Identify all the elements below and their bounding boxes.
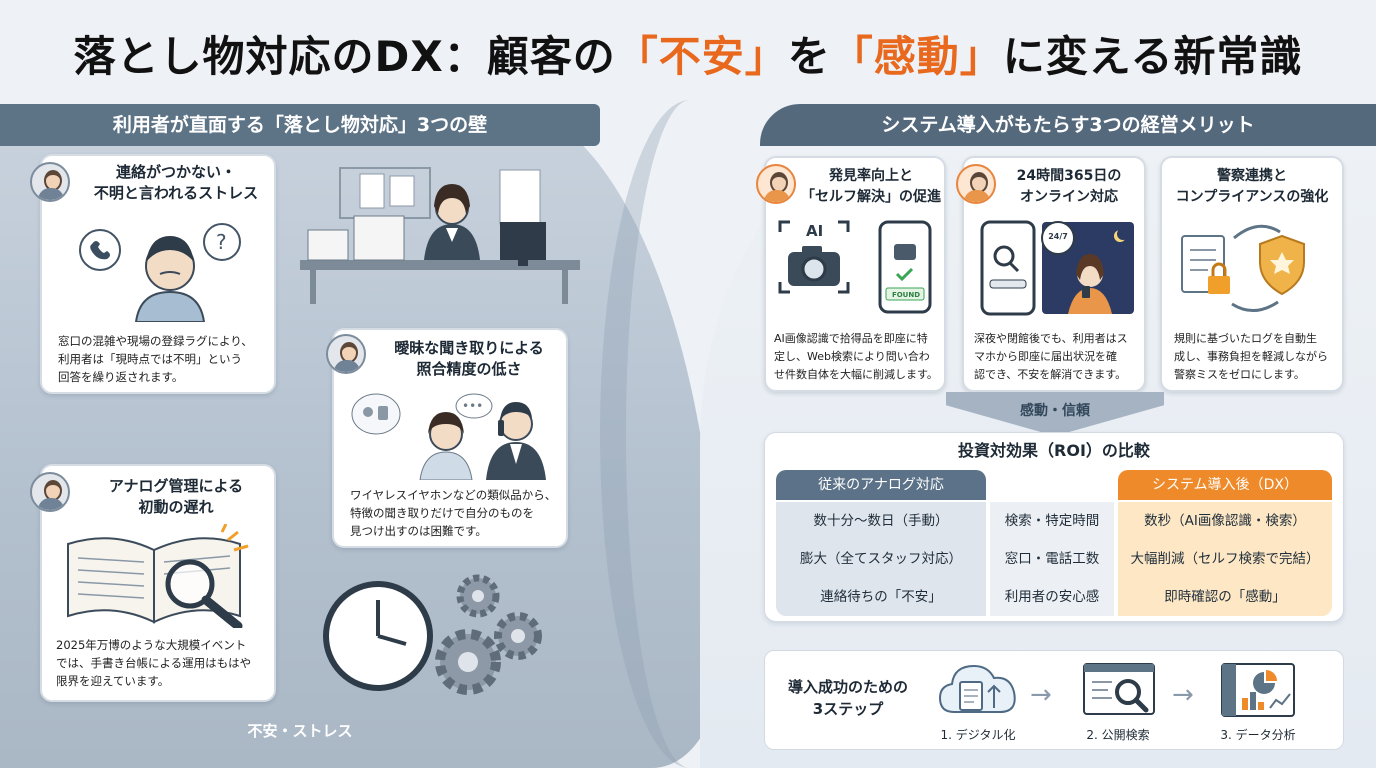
roi-header-analog: 従来のアナログ対応: [776, 470, 986, 500]
roi-cell-dx: 即時確認の「感動」: [1118, 578, 1332, 616]
left-section-header: 利用者が直面する「落とし物対応」3つの壁: [0, 104, 600, 146]
phone-inquiry-illustration: •••: [351, 393, 546, 480]
wall-card-body: 窓口の混雑や現場の登録ラグにより、 利用者は「現時点では不明」という 回答を繰り…: [58, 334, 253, 384]
ai-label: AI: [806, 222, 824, 240]
step-arrow-icon: →: [1172, 680, 1194, 710]
roi-cell-metric: 利用者の安心感: [990, 578, 1114, 616]
title-part2: を: [787, 32, 831, 81]
found-label: FOUND: [891, 291, 921, 299]
ai-camera-phone-icon: [778, 220, 932, 314]
wall-card-title: 連絡がつかない・ 不明と言われるストレス: [93, 163, 259, 202]
roi-header-dx: システム導入後（DX）: [1118, 470, 1332, 500]
step-label-digitize: 1. デジタル化: [940, 728, 1016, 742]
svg-text:?: ?: [216, 230, 227, 254]
step-label-public-search: 2. 公開検索: [1086, 728, 1150, 742]
left-section-header-text: 利用者が直面する「落とし物対応」3つの壁: [112, 114, 488, 136]
page-title: 落とし物対応のDX：顧客の「不安」を「感動」に変える新常識: [0, 22, 1376, 92]
merit-card-body: AI画像認識で拾得品を即座に特 定し、Web検索により問い合わ せ件数自体を大幅…: [774, 332, 938, 381]
wall-card-title: 曖昧な聞き取りによる 照合精度の低さ: [394, 339, 544, 378]
roi-cell-analog: 膨大（全てスタッフ対応）: [776, 540, 986, 578]
three-steps-title: 導入成功のための 3ステップ: [787, 678, 908, 718]
user-avatar-icon: [756, 164, 796, 204]
merit-card-body: 深夜や閉館後でも、利用者はス マホから即座に届出状況を確 認でき、不安を解消でき…: [974, 332, 1128, 381]
user-avatar-icon: [30, 162, 70, 202]
roi-cell-metric: 検索・特定時間: [990, 502, 1114, 540]
user-avatar-icon: [326, 334, 366, 374]
wall-card-body: ワイヤレスイヤホンなどの類似品から、 特徴の聞き取りだけで自分のものを 見つけ出…: [350, 488, 557, 538]
title-accent-impression: 「感動」: [830, 32, 1003, 81]
phone-search-night-icon: [980, 220, 1134, 316]
roi-cell-dx: 数秒（AI画像認識・検索）: [1118, 502, 1332, 540]
roi-title: 投資対効果（ROI）の比較: [958, 441, 1150, 460]
document-lock-shield-icon: [1181, 224, 1305, 312]
roi-cell-metric: 窓口・電話工数: [990, 540, 1114, 578]
step-arrow-icon: →: [1030, 680, 1052, 710]
divider-curve: [600, 100, 780, 768]
step-label-data-analysis: 3. データ分析: [1220, 728, 1296, 742]
svg-text:•••: •••: [462, 399, 483, 413]
roi-cell-analog: 数十分〜数日（手動）: [776, 502, 986, 540]
search-screen-icon: [1083, 663, 1155, 715]
clock-24-7-label: 24/7: [1048, 232, 1068, 241]
dashboard-icon: [1221, 663, 1295, 717]
ledger-magnifier-icon: [67, 524, 249, 628]
merit-card-body: 規則に基づいたログを自動生 成し、事務負担を軽減しながら 警察ミスをゼロにします…: [1174, 332, 1328, 381]
title-part3: に変える新常識: [1002, 32, 1303, 81]
merit-card-title: 警察連携と コンプライアンスの強化: [1175, 168, 1329, 205]
result-arrow-label: 感動・信頼: [1020, 403, 1090, 419]
clock-gears-illustration: [323, 574, 542, 695]
wall-card-body: 2025年万博のような大規模イベント では、手書き台帳による運用はもはや 限界を…: [56, 638, 252, 688]
wall-card-contact-stress: [40, 154, 276, 394]
user-avatar-icon: [30, 472, 70, 512]
wall-card-title: アナログ管理による 初動の遅れ: [108, 477, 244, 516]
right-section-header: システム導入がもたらす3つの経営メリット: [760, 104, 1376, 146]
cloud-document-icon: [938, 664, 1016, 713]
roi-cell-dx: 大幅削減（セルフ検索で完結）: [1118, 540, 1332, 578]
overwhelmed-office-worker-illustration: [300, 167, 580, 304]
user-avatar-icon: [956, 164, 996, 204]
title-accent-anxiety: 「不安」: [615, 32, 788, 81]
merit-card-title: 発見率向上と 「セルフ解決」の促進: [801, 168, 941, 205]
left-footer-label: 不安・ストレス: [247, 722, 353, 740]
roi-cell-analog: 連絡待ちの「不安」: [776, 578, 986, 616]
confused-person-phone-icon: ?: [79, 223, 241, 322]
merit-card-title: 24時間365日の オンライン対応: [1016, 168, 1122, 205]
right-section-header-text: システム導入がもたらす3つの経営メリット: [881, 114, 1255, 136]
title-part1: 落とし物対応のDX：顧客の: [73, 32, 616, 81]
